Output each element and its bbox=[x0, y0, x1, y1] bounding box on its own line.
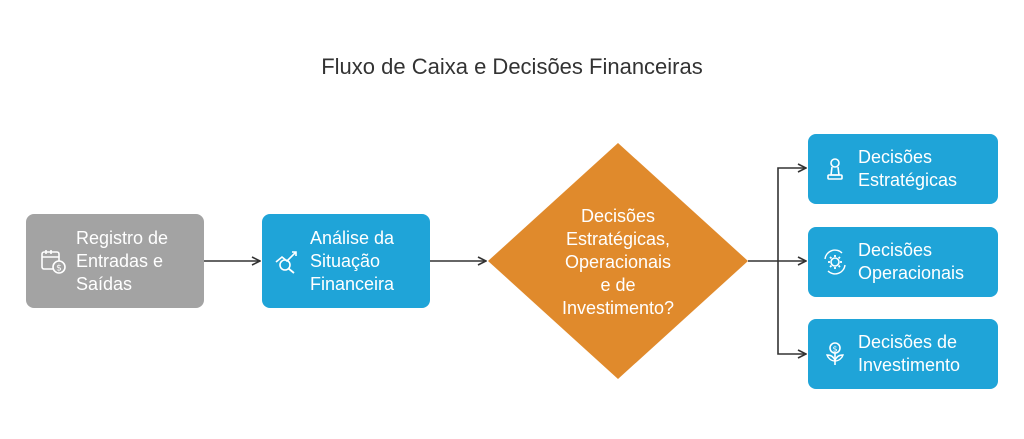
gear-cycle-icon bbox=[824, 249, 846, 275]
node-operacionais: Decisões Operacionais bbox=[808, 227, 998, 297]
node-analise: Análise da Situação Financeira bbox=[262, 214, 430, 308]
node-estrategicas-label: Decisões Estratégicas bbox=[858, 147, 958, 190]
node-analise-label: Análise da Situação Financeira bbox=[310, 227, 395, 294]
node-investimento-label: Decisões de Investimento bbox=[858, 332, 961, 375]
calendar-dollar-icon: $ bbox=[41, 250, 66, 274]
node-estrategicas: Decisões Estratégicas bbox=[808, 134, 998, 204]
decision-diamond bbox=[488, 143, 748, 379]
node-operacionais-label: Decisões Operacionais bbox=[858, 240, 965, 283]
node-registro: $ Registro de Entradas e Saídas bbox=[26, 214, 204, 308]
chart-search-icon bbox=[275, 251, 297, 274]
chess-pawn-icon bbox=[827, 158, 843, 180]
arrow-decisao-to-investimento bbox=[777, 261, 806, 354]
money-plant-icon: $ bbox=[826, 342, 844, 365]
node-investimento: $ Decisões de Investimento bbox=[808, 319, 998, 389]
arrow-decisao-to-estrategicas bbox=[777, 168, 806, 261]
svg-text:$: $ bbox=[56, 264, 62, 274]
node-registro-label: Registro de Entradas e Saídas bbox=[76, 227, 169, 294]
diagram-title: Fluxo de Caixa e Decisões Financeiras bbox=[321, 54, 703, 79]
decision-label: Decisões Estratégicas, Operacionais e de… bbox=[561, 206, 675, 318]
svg-text:$: $ bbox=[832, 345, 837, 354]
